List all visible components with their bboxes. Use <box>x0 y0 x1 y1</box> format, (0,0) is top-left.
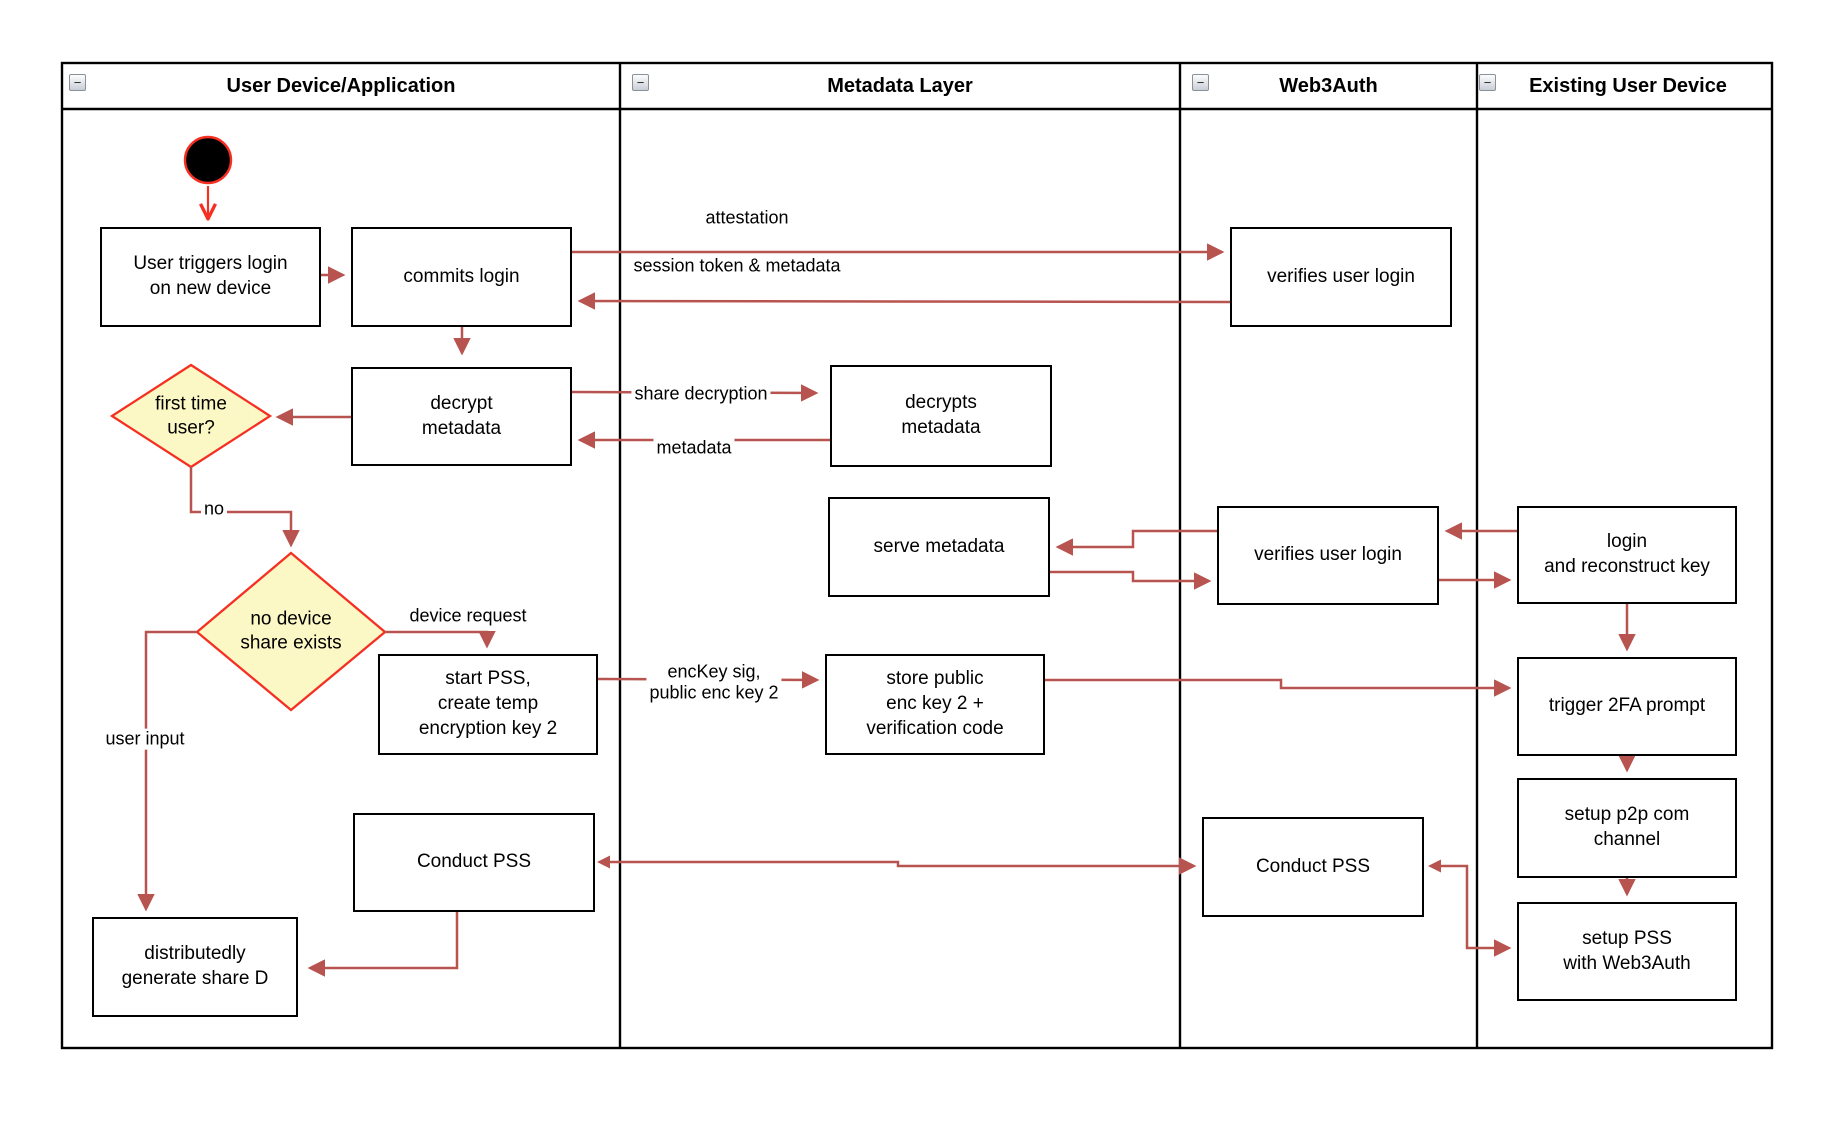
node-commits-login[interactable]: commits login <box>351 227 572 327</box>
node-verifies-user-login-top[interactable]: verifies user login <box>1230 227 1452 327</box>
edge-user-input <box>137 630 197 912</box>
lane-header-web3auth[interactable]: Web3Auth <box>1180 63 1477 109</box>
edge-conductw3a-setuppss <box>1439 864 1512 957</box>
edge-store-to-trigger2fa <box>1045 678 1512 697</box>
node-conduct-pss-w3a[interactable]: Conduct PSS <box>1202 817 1424 917</box>
lane-title-text: Metadata Layer <box>827 74 973 97</box>
edge-verifies-to-serve <box>1055 529 1217 556</box>
node-distributedly-generate[interactable]: distributedly generate share D <box>92 917 298 1017</box>
start-node-icon[interactable] <box>183 135 233 185</box>
edge-label-attestation: attestation <box>705 207 789 228</box>
decision-no-device-share[interactable] <box>195 551 387 712</box>
node-setup-pss-web3auth[interactable]: setup PSS with Web3Auth <box>1517 902 1737 1001</box>
collapse-icon[interactable]: − <box>69 74 86 91</box>
lane-header-existing-user-device[interactable]: Existing User Device <box>1484 63 1772 109</box>
decision-label-first-time-user: first time user? <box>155 393 227 438</box>
edge-label-share-decryption: share decryption <box>631 383 771 405</box>
node-login-reconstruct-key[interactable]: login and reconstruct key <box>1517 506 1737 604</box>
collapse-icon[interactable]: − <box>632 74 649 91</box>
node-decrypts-metadata[interactable]: decrypts metadata <box>830 365 1052 467</box>
lane-title-text: User Device/Application <box>226 74 456 97</box>
lane-header-metadata-layer[interactable]: Metadata Layer <box>620 63 1180 109</box>
edge-label-device-request: device request <box>409 605 527 626</box>
collapse-icon[interactable]: − <box>1192 74 1209 91</box>
edge-device-request <box>385 630 496 649</box>
arrowhead-into-conduct-w3a <box>1428 859 1441 873</box>
edge-label-metadata: metadata <box>653 437 735 459</box>
node-start-pss[interactable]: start PSS, create temp encryption key 2 <box>378 654 598 755</box>
collapse-icon[interactable]: − <box>1479 74 1496 91</box>
edge-label-user-input: user input <box>102 728 188 750</box>
lane-title-text: Web3Auth <box>1279 74 1378 97</box>
node-store-public-key[interactable]: store public enc key 2 + verification co… <box>825 654 1045 755</box>
edge-session-token <box>577 292 1231 310</box>
node-setup-p2p[interactable]: setup p2p com channel <box>1517 778 1737 878</box>
edge-label-enckey: encKey sig, public enc key 2 <box>646 661 782 703</box>
node-user-triggers-login[interactable]: User triggers login on new device <box>100 227 321 327</box>
node-trigger-2fa[interactable]: trigger 2FA prompt <box>1517 657 1737 756</box>
edge-label-no: no <box>200 498 228 520</box>
edge-no-branch <box>189 467 300 548</box>
edge-label-session-token: session token & metadata <box>633 255 841 276</box>
lane-header-user-device[interactable]: User Device/Application <box>62 63 620 109</box>
decision-label-no-device-share: no device share exists <box>240 608 342 653</box>
edge-conduct-to-distributedly <box>307 912 459 977</box>
edge-serve-to-verifies <box>1050 570 1212 590</box>
edge-conduct-pss-link <box>608 857 1197 875</box>
pool-frame <box>60 61 1774 1050</box>
node-verifies-user-login-mid[interactable]: verifies user login <box>1217 506 1439 605</box>
arrowhead-into-conduct-left <box>597 855 610 869</box>
node-serve-metadata[interactable]: serve metadata <box>828 497 1050 597</box>
lane-title-text: Existing User Device <box>1529 74 1727 97</box>
node-decrypt-metadata[interactable]: decrypt metadata <box>351 367 572 466</box>
node-conduct-pss-left[interactable]: Conduct PSS <box>353 813 595 912</box>
